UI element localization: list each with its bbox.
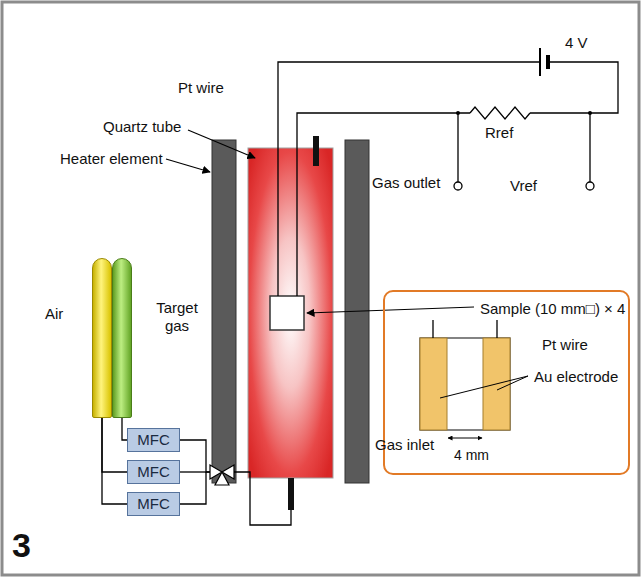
mfc-box: MFC bbox=[127, 428, 180, 452]
circuit-wire bbox=[457, 113, 458, 182]
gas-inlet-port bbox=[288, 478, 294, 510]
terminal bbox=[586, 182, 594, 190]
part-label: Heater element bbox=[60, 150, 163, 168]
battery-symbol bbox=[546, 55, 550, 69]
node-label: MFC bbox=[137, 463, 170, 481]
pt-wire bbox=[278, 62, 540, 296]
terminal bbox=[454, 182, 462, 190]
gas-line bbox=[180, 440, 210, 472]
valve-symbol bbox=[215, 472, 229, 485]
voltage-label: 4 V bbox=[565, 34, 588, 52]
sample-label: Sample (10 mm□) × 4 bbox=[480, 300, 625, 318]
pt-wire bbox=[297, 113, 470, 296]
leader-line bbox=[440, 376, 528, 398]
leader-arrow bbox=[166, 159, 210, 172]
gas-outlet-port bbox=[313, 136, 319, 166]
circuit-wire bbox=[530, 62, 618, 113]
part-label: Pt wire bbox=[542, 336, 588, 354]
resistor-symbol bbox=[470, 107, 530, 119]
leader-arrow bbox=[188, 130, 255, 158]
wire-junction bbox=[456, 111, 460, 115]
mfc-box: MFC bbox=[127, 460, 180, 484]
gas-line bbox=[234, 472, 291, 525]
dimension-label: 4 mm bbox=[454, 446, 489, 464]
leader-arrow bbox=[307, 307, 474, 313]
au-electrode bbox=[420, 338, 447, 430]
pt-wire bbox=[496, 320, 497, 338]
port-label: Gas inlet bbox=[375, 436, 434, 454]
node-label: MFC bbox=[137, 431, 170, 449]
node-label: MFC bbox=[137, 495, 170, 513]
gas-line bbox=[102, 418, 127, 504]
figure-number: 3 bbox=[12, 526, 31, 564]
port-label: Gas outlet bbox=[372, 174, 440, 192]
mfc-box: MFC bbox=[127, 492, 180, 516]
gas-cylinder: Target gas bbox=[112, 258, 132, 418]
leader-line bbox=[497, 376, 528, 390]
circuit-wire bbox=[589, 113, 590, 182]
gas-line bbox=[180, 472, 206, 504]
air-cylinder: Air bbox=[92, 258, 112, 418]
wire-junction bbox=[588, 111, 592, 115]
cylinder-label: Target gas bbox=[145, 299, 209, 335]
sample-square bbox=[270, 296, 304, 330]
part-label: Au electrode bbox=[534, 368, 618, 386]
voltage-label: Vref bbox=[510, 177, 537, 195]
cylinder-label: Air bbox=[45, 305, 63, 323]
battery-symbol bbox=[539, 48, 541, 76]
heater-element bbox=[212, 140, 236, 483]
resistor-label: Rref bbox=[485, 124, 513, 142]
part-label: Quartz tube bbox=[103, 118, 181, 136]
wire-label: Pt wire bbox=[178, 79, 224, 97]
dimension-arrow bbox=[448, 438, 482, 439]
pt-wire bbox=[432, 320, 433, 338]
gas-line bbox=[102, 418, 127, 472]
